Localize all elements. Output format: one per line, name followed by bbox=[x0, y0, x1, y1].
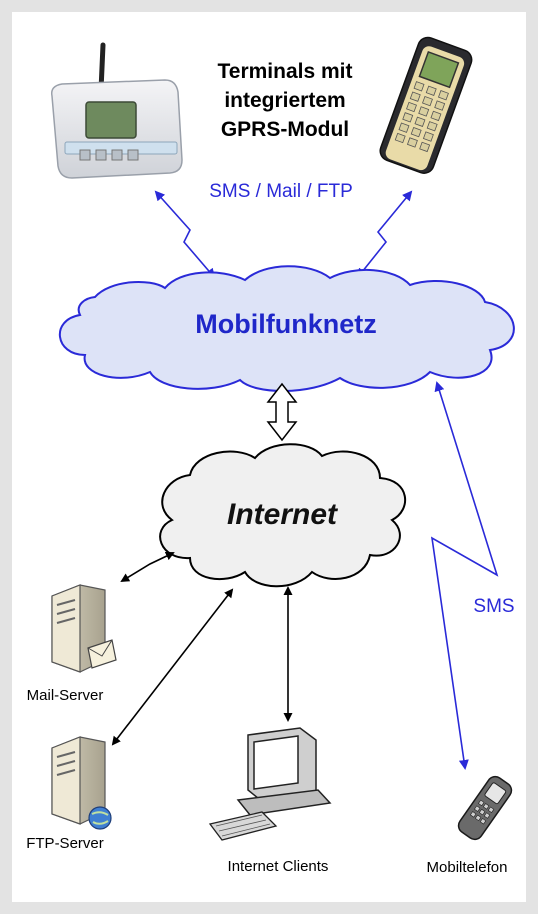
ftp-server-label: FTP-Server bbox=[26, 835, 104, 852]
gateway-double-arrow bbox=[266, 382, 298, 442]
internet-label: Internet bbox=[227, 498, 339, 531]
sms-wireless-link bbox=[430, 381, 499, 770]
sms-label: SMS bbox=[473, 596, 514, 617]
mobile-phone-label: Mobiltelefon bbox=[427, 859, 508, 876]
mobile-network-label: Mobilfunknetz bbox=[195, 309, 376, 339]
gprs-terminal-handheld-icon bbox=[379, 36, 473, 174]
mobile-network-cloud bbox=[59, 265, 515, 392]
terminal2-wireless-link bbox=[356, 190, 413, 279]
internet-clients-label: Internet Clients bbox=[228, 858, 329, 875]
terminal-protocols-label: SMS / Mail / FTP bbox=[209, 181, 353, 202]
terminals-label-line2: integriertem bbox=[224, 89, 345, 112]
internet-client-computer-icon bbox=[208, 727, 332, 841]
mail-server-label: Mail-Server bbox=[27, 687, 104, 704]
mail-server-link bbox=[120, 551, 175, 583]
mobile-phone-icon bbox=[457, 775, 513, 841]
mail-server-icon bbox=[51, 584, 117, 673]
ftp-server-link bbox=[111, 588, 234, 746]
terminals-label-line1: Terminals mit bbox=[218, 60, 353, 83]
ftp-server-icon bbox=[51, 736, 112, 830]
terminal1-wireless-link bbox=[154, 190, 216, 279]
gprs-terminal-desk-icon bbox=[50, 42, 183, 179]
terminals-label-line3: GPRS-Modul bbox=[221, 118, 349, 141]
